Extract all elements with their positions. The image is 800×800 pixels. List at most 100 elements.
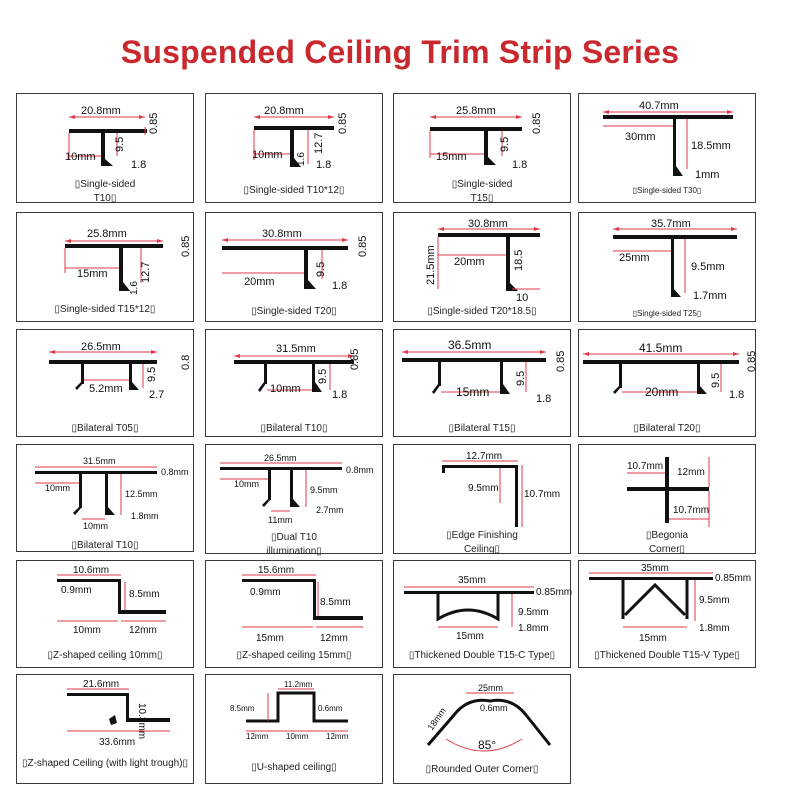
dim-label: 9.5: [114, 137, 126, 152]
dim-label: 9.5mm: [310, 485, 338, 495]
caption-line: ▯Dual T10: [271, 532, 317, 543]
profile-drawing: 20.8mm 0.85 12.7 10mm 1.6 1.8: [252, 105, 349, 171]
dim-label: 0.85: [349, 349, 361, 370]
dim-label: 30.8mm: [262, 228, 302, 240]
profile-card-thickened-double-t15-v: 35mm 0.85mm 9.5mm 15mm 1.8mm ▯Thickened …: [578, 560, 756, 668]
caption-line: ▯Thickened Double T15-C Type▯: [408, 650, 556, 661]
caption-line: ▯Z-shaped ceiling 15mm▯: [236, 650, 352, 661]
dim-label: 12mm: [246, 732, 269, 741]
profile-drawing: 31.5mm 0.85 10mm 9.5 1.8: [234, 343, 361, 401]
dim-label: 10mm: [65, 151, 96, 163]
dim-label: 12mm: [320, 633, 348, 644]
dim-label: 33.6mm: [99, 737, 135, 748]
dim-label: 9.5mm: [518, 607, 549, 618]
dim-label: 1.8: [332, 280, 347, 292]
dim-label: 9.5: [317, 369, 329, 384]
dim-label: 25.8mm: [87, 228, 127, 240]
caption-line: Corner▯: [648, 544, 686, 555]
dim-label: 18.5mm: [691, 140, 731, 152]
profile-caption: ▯Dual T10 illumination▯: [206, 531, 382, 559]
dim-label: 1.8: [729, 389, 744, 401]
dim-label: 10: [516, 292, 528, 304]
profile-caption: ▯Bilateral T15▯: [394, 422, 570, 436]
profile-caption: ▯Begonia Corner▯: [579, 529, 755, 557]
dim-label: 11mm: [268, 515, 292, 525]
dim-label: 1.8mm: [518, 623, 549, 634]
caption-line: ▯Single-sided T10*12▯: [243, 185, 345, 196]
profile-drawing: 10.7mm 12mm 10.7mm: [627, 457, 710, 527]
dim-label: 2.7mm: [316, 505, 344, 515]
dim-label: 10mm: [286, 732, 309, 741]
profile-card-single-sided-t20x18-5: 30.8mm 21.5mm 20mm 18.5 10 ▯Single-sided…: [393, 212, 571, 322]
profile-card-dual-t10-illumination: 26.5mm 0.8mm 10mm 9.5mm 11mm 2.7mm ▯Dual…: [205, 444, 383, 557]
dim-label: 12.5mm: [125, 489, 158, 499]
caption-line: ▯Z-shaped ceiling 10mm▯: [47, 650, 163, 661]
dim-label: 10mm: [73, 625, 101, 636]
dim-label: 15mm: [456, 631, 484, 642]
profile-drawing: 25.8mm 0.85 15mm 12.7 1.6: [64, 228, 192, 295]
dim-label: 8.5mm: [230, 704, 255, 713]
profile-caption: ▯Single-sided T25▯: [579, 307, 755, 321]
profile-caption: ▯Bilateral T10▯: [206, 422, 382, 436]
caption-line: ▯U-shaped ceiling▯: [251, 762, 337, 773]
dim-label: 9.5: [710, 373, 722, 388]
caption-line: ▯Rounded Outer Corner▯: [425, 764, 539, 775]
caption-line: ▯Single-sided: [74, 179, 136, 190]
profile-drawing: 21.6mm 10.3mm 33.6mm: [67, 679, 170, 748]
dim-label: 12mm: [677, 467, 705, 478]
dim-label: 1.8mm: [699, 623, 730, 634]
profile-caption: ▯Single-sided T10▯: [17, 178, 193, 206]
dim-label: 1mm: [695, 169, 719, 181]
dim-label: 20.8mm: [264, 105, 304, 117]
dim-label: 15mm: [436, 151, 467, 163]
dim-label: 36.5mm: [448, 338, 491, 352]
caption-line: ▯Single-sided T20▯: [251, 306, 337, 317]
profile-card-z-shaped-ceiling-10mm: 10.6mm 0.9mm 8.5mm 10mm 12mm ▯Z-shaped c…: [16, 560, 194, 668]
dim-label: 15.6mm: [258, 565, 294, 576]
dim-label: 25.8mm: [456, 105, 496, 117]
dim-label: 10.3mm: [136, 703, 147, 739]
dim-label: 26.5mm: [264, 453, 297, 463]
dim-label: 35mm: [641, 563, 669, 574]
profile-caption: ▯Single-sided T10*12▯: [206, 184, 382, 198]
profile-card-single-sided-t10: 20.8mm 0.85 9.5 10mm 1.8 ▯Single-sided T…: [16, 93, 194, 206]
dim-label: 21.5mm: [425, 245, 437, 285]
profile-drawing: 40.7mm 30mm 18.5mm 1mm: [603, 100, 733, 181]
dim-label: 0.8: [180, 355, 192, 370]
dim-label: 25mm: [619, 252, 650, 264]
dim-label: 1.7mm: [693, 290, 727, 302]
profile-drawing: 30.8mm 21.5mm 20mm 18.5 10: [425, 218, 540, 304]
dim-label: 1.6: [296, 152, 307, 166]
profile-caption: ▯Bilateral T10▯: [17, 539, 193, 553]
profile-card-z-shaped-ceiling-15mm: 15.6mm 0.9mm 8.5mm 15mm 12mm ▯Z-shaped c…: [205, 560, 383, 668]
dim-label: 9.5: [499, 137, 511, 152]
profile-caption: ▯Thickened Double T15-C Type▯: [394, 649, 570, 663]
dim-label: 10.7mm: [627, 461, 663, 472]
caption-line: ▯Begonia: [645, 530, 689, 541]
caption-line: T10▯: [93, 193, 117, 204]
dim-label: 30.8mm: [468, 218, 508, 230]
dim-label: 20mm: [244, 276, 275, 288]
profile-card-single-sided-t25: 35.7mm 25mm 9.5mm 1.7mm ▯Single-sided T2…: [578, 212, 756, 322]
dim-label: 0.6mm: [480, 703, 508, 713]
profile-drawing: 35.7mm 25mm 9.5mm 1.7mm: [613, 218, 737, 302]
profile-caption: ▯Edge Finishing Ceiling▯: [394, 529, 570, 557]
dim-label: 0.9mm: [250, 587, 281, 598]
profile-card-rounded-outer-corner: 25mm 0.6mm 18mm 85° ▯Rounded Outer Corne…: [393, 674, 571, 784]
dim-label: 35.7mm: [651, 218, 691, 230]
dim-label: 0.6mm: [318, 704, 343, 713]
dim-label: 9.5mm: [468, 483, 499, 494]
dim-label: 85°: [478, 738, 496, 752]
profile-caption: ▯Single-sided T15*12▯: [17, 303, 193, 317]
caption-line: ▯Bilateral T10▯: [71, 540, 139, 551]
dim-label: 8.5mm: [129, 589, 160, 600]
profile-drawing: 35mm 0.85mm 9.5mm 15mm 1.8mm: [404, 575, 572, 642]
profile-drawing: 36.5mm 0.85 15mm 9.5 1.8: [402, 338, 567, 405]
profile-drawing: 30.8mm 0.85 20mm 9.5 1.8: [222, 228, 369, 292]
dim-label: 0.85mm: [715, 573, 751, 584]
dim-label: 12.7: [313, 133, 325, 154]
dim-label: 31.5mm: [276, 343, 316, 355]
dim-label: 10mm: [252, 149, 283, 161]
dim-label: 15mm: [256, 633, 284, 644]
dim-label: 0.85: [148, 113, 160, 134]
